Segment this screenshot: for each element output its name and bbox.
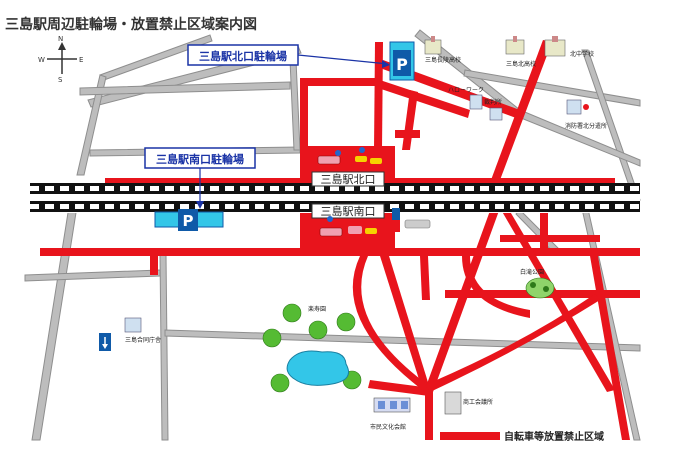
label-mishima-minami-hs: 三島長陵高校 [425,56,461,64]
label-commerce-hall: 商工会議所 [463,398,493,406]
pond [286,350,349,386]
compass-e: E [79,56,83,64]
north-parking-symbol: P [396,55,408,74]
plaza-vehicles-icon [317,147,431,237]
compass-w: W [38,56,45,64]
legend-label: 自転車等放置禁止区域 [504,430,604,443]
label-mishima-kita-hs: 三島北高校 [506,60,536,68]
school-icon [424,36,442,55]
label-hello-work: ハローワーク [448,87,484,94]
office-building-icon [469,94,483,110]
south-parking-symbol: P [183,212,194,230]
station-south-exit-label: 三島駅南口 [321,204,376,218]
map-title: 三島駅周辺駐輪場・放置禁止区域案内図 [5,16,257,33]
label-shirataki-park: 白滝公園 [520,268,544,276]
fire-station-icon [566,99,589,115]
callout-south-parking: 三島駅南口駐輪場 [144,147,256,209]
station-north-exit-label: 三島駅北口 [321,172,376,186]
legend: 自転車等放置禁止区域 [440,430,604,443]
label-kita-jhs: 北中学校 [570,50,594,58]
callout-north-parking: 三島駅北口駐輪場 [187,44,390,68]
station-north-exit-box [311,171,385,187]
office-building-icon [444,391,462,415]
label-culture-hall: 市民文化会館 [370,423,406,431]
label-fire-station: 消防署北分遣所 [565,122,607,130]
office-building-icon [124,317,142,333]
north-parking-lot[interactable]: P [389,41,415,81]
park-icon [525,277,555,299]
direction-arrow-icon [99,333,111,351]
legend-swatch [440,432,500,440]
school-icon [544,36,566,57]
callout-north-label: 三島駅北口駐輪場 [199,49,287,63]
compass-icon: N S E W [38,35,83,84]
school-icon [505,36,525,55]
culture-hall-icon [373,397,411,413]
office-building-icon [489,107,503,121]
compass-n: N [58,35,63,43]
station-south-exit-box [311,203,385,219]
label-mishima-office: 三島合同庁舎 [125,336,161,344]
compass-s: S [58,76,63,84]
label-court: 裁判所 [484,98,502,106]
south-parking-lot[interactable]: P [154,209,224,231]
label-rakujuen: 楽寿園 [308,305,326,313]
callout-south-label: 三島駅南口駐輪場 [156,152,244,166]
